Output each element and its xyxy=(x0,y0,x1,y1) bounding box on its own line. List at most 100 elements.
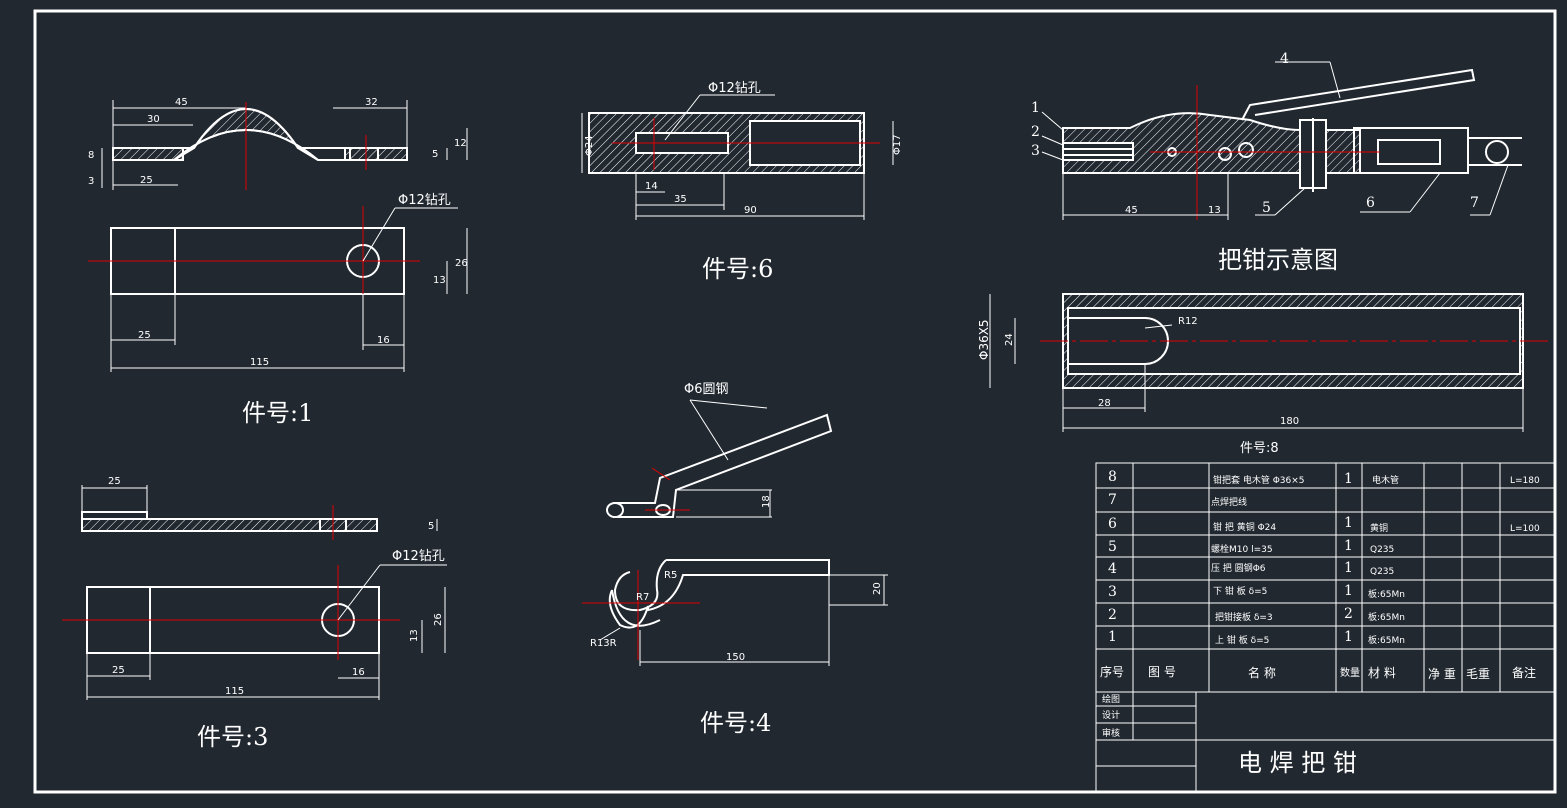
part4-title: 件号:4 xyxy=(700,709,771,737)
part1-dim-32: 32 xyxy=(365,97,378,108)
part3-hole-label: Φ12钻孔 xyxy=(392,549,445,564)
part4-dim-r13: R13R xyxy=(590,638,617,649)
part6-dims xyxy=(581,94,894,220)
part6-dim-17: Φ17 xyxy=(892,134,903,155)
bom-row-7-name: 点焊把线 xyxy=(1211,496,1247,508)
bom-row-2-name: 把钳接板 δ=3 xyxy=(1215,611,1273,623)
part4-front-dims xyxy=(582,570,888,666)
assembly-callout-2: 2 xyxy=(1031,124,1040,140)
part8-dims xyxy=(989,294,1550,432)
bom-row-3-qty: 1 xyxy=(1344,583,1353,599)
bom-row-1-qty: 1 xyxy=(1344,629,1353,645)
bom-row-5-material: Q235 xyxy=(1370,545,1394,555)
bom-row-3-material: 板:65Mn xyxy=(1368,588,1405,600)
part3-dim-5: 5 xyxy=(428,521,434,532)
bom-row-7-seq: 7 xyxy=(1108,492,1117,508)
assembly-callout-7: 7 xyxy=(1470,195,1479,211)
assembly-title: 把钳示意图 xyxy=(1218,246,1338,274)
bom-row-6-name: 钳 把 黄铜 Φ24 xyxy=(1213,521,1276,533)
bom-row-8-note: L=180 xyxy=(1510,476,1540,486)
part1-title: 件号:1 xyxy=(242,399,313,427)
bom-row-6-note: L=100 xyxy=(1510,524,1540,534)
bom-header-name: 名 称 xyxy=(1248,665,1276,680)
part6-dim-14: 14 xyxy=(645,181,658,192)
bom-row-2-material: 板:65Mn xyxy=(1368,611,1405,623)
part1-dim-8: 8 xyxy=(88,150,94,161)
part1-hole-label: Φ12钻孔 xyxy=(398,193,451,208)
part4-rod-label: Φ6圆钢 xyxy=(684,382,729,397)
bom-row-4-seq: 4 xyxy=(1108,561,1117,577)
bom-header-net: 净 重 xyxy=(1428,667,1456,681)
bom-row-6-material: 黄铜 xyxy=(1370,522,1388,534)
bom-row-8-qty: 1 xyxy=(1344,471,1353,487)
part6-dim-35: 35 xyxy=(674,194,687,205)
part1-dim-25b: 25 xyxy=(138,330,151,341)
title-block-design: 设计 xyxy=(1102,709,1120,721)
part1-dim-45: 45 xyxy=(175,97,188,108)
assembly-callout-1: 1 xyxy=(1031,100,1040,116)
part4-top-dims xyxy=(645,399,772,518)
part8-dim-r12: R12 xyxy=(1178,316,1198,327)
title-block-check: 审核 xyxy=(1102,727,1120,739)
bom-header-seq: 序号 xyxy=(1100,664,1124,679)
part1-dim-3: 3 xyxy=(88,176,94,187)
part3-dim-16: 16 xyxy=(352,667,365,678)
part3-dim-26: 26 xyxy=(433,613,444,626)
part4-front-view xyxy=(608,559,830,629)
bom-row-8-material: 电木管 xyxy=(1372,474,1399,486)
bom-row-4-qty: 1 xyxy=(1344,560,1353,576)
bom-row-5-qty: 1 xyxy=(1344,538,1353,554)
bom-row-3-name: 下 钳 板 δ=5 xyxy=(1213,585,1267,597)
part4-dim-18: 18 xyxy=(761,495,772,508)
part8-dim-28: 28 xyxy=(1098,398,1111,409)
part1-plan-dims xyxy=(88,206,468,372)
bom-row-6-qty: 1 xyxy=(1344,515,1353,531)
part1-dim-16: 16 xyxy=(377,335,390,346)
bom-row-5-name: 螺栓M10 l=35 xyxy=(1211,543,1273,555)
bom-row-2-qty: 2 xyxy=(1344,606,1353,622)
part4-dim-20: 20 xyxy=(872,582,883,595)
assembly-callout-4: 4 xyxy=(1280,51,1289,67)
bom-header-note: 备注 xyxy=(1512,665,1536,680)
bom-row-2-seq: 2 xyxy=(1108,607,1117,623)
part1-dim-13: 13 xyxy=(433,275,446,286)
part4-top-view xyxy=(606,413,833,518)
part4-dim-r5: R5 xyxy=(664,570,677,581)
part6-title: 件号:6 xyxy=(702,255,773,283)
assembly-dim-13: 13 xyxy=(1208,205,1221,216)
part1-side-dims xyxy=(101,100,468,190)
bom-row-5-seq: 5 xyxy=(1108,539,1117,555)
part3-dim-13: 13 xyxy=(409,629,420,642)
assembly-view xyxy=(1062,68,1522,192)
part8-title: 件号:8 xyxy=(1240,441,1279,456)
part3-dim-25: 25 xyxy=(108,476,121,487)
part3-side-view xyxy=(81,511,378,532)
drawing-title: 电 焊 把 钳 xyxy=(1238,749,1357,777)
part1-dim-115: 115 xyxy=(250,357,269,368)
assembly-callout-6: 6 xyxy=(1366,195,1375,211)
bom-table xyxy=(1095,462,1556,793)
part3-dim-25b: 25 xyxy=(112,665,125,676)
bom-row-6-seq: 6 xyxy=(1108,516,1117,532)
part3-dim-115: 115 xyxy=(225,686,244,697)
assembly-callout-3: 3 xyxy=(1031,143,1040,159)
part4-dim-150: 150 xyxy=(726,652,745,663)
part3-plan-dims xyxy=(62,564,447,700)
part6-hole-label: Φ12钻孔 xyxy=(708,81,761,96)
part1-dim-26: 26 xyxy=(455,258,468,269)
assembly-dims xyxy=(1041,61,1509,220)
part8-dim-36: Φ36X5 xyxy=(977,319,991,360)
bom-row-1-seq: 1 xyxy=(1108,629,1117,645)
bom-header-drawing: 图 号 xyxy=(1148,665,1176,679)
bom-row-8-name: 钳把套 电木管 Φ36×5 xyxy=(1213,474,1305,486)
part8-dim-180: 180 xyxy=(1280,416,1299,427)
part3-title: 件号:3 xyxy=(197,723,268,751)
bom-row-4-material: Q235 xyxy=(1370,567,1394,577)
bom-header-material: 材 料 xyxy=(1368,666,1396,680)
assembly-dim-45: 45 xyxy=(1125,205,1138,216)
bom-header-gross: 毛重 xyxy=(1466,667,1490,681)
part6-dim-90: 90 xyxy=(744,205,757,216)
part3-side-dims xyxy=(81,485,438,540)
part1-dim-12: 12 xyxy=(454,138,467,149)
bom-header-qty: 数量 xyxy=(1340,666,1360,679)
